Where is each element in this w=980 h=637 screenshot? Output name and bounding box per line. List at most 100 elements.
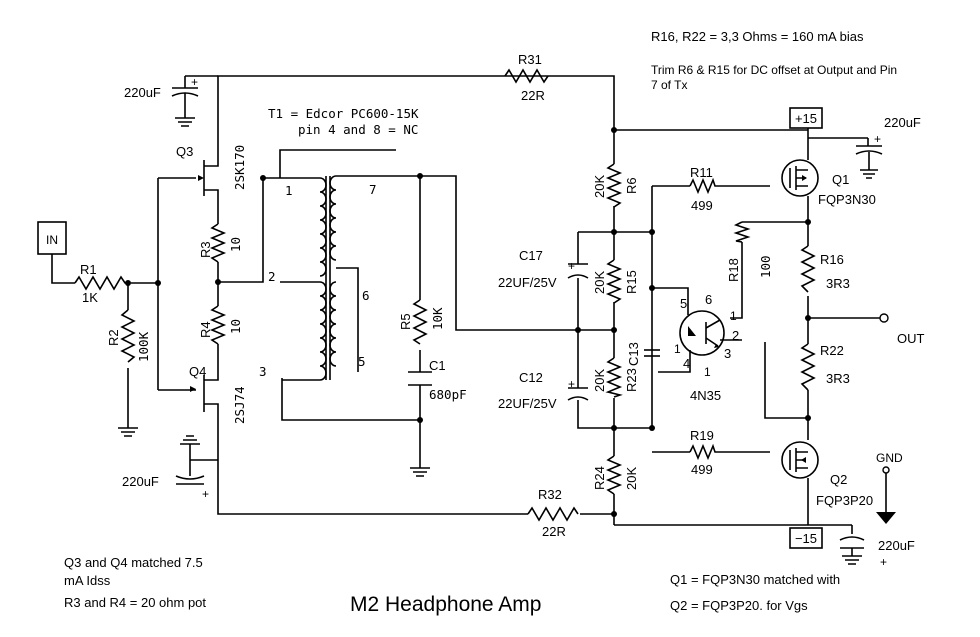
tx-note-line1: T1 = Edcor PC600-15K — [268, 106, 419, 121]
r31-value: 22R — [521, 88, 545, 103]
r6-label: R6 — [624, 177, 639, 194]
cap-bottom-right-value: 220uF — [878, 538, 915, 553]
r16-value: 3R3 — [826, 276, 850, 291]
cap-top-right-value: 220uF — [884, 115, 921, 130]
pos-rail-label: +15 — [795, 111, 817, 126]
junction-dot — [215, 279, 221, 285]
r11-resistor — [689, 177, 718, 195]
r31-label: R31 — [518, 52, 542, 67]
r1-value: 1K — [82, 290, 98, 305]
r4-label: R4 — [198, 321, 213, 338]
input-terminal: IN — [37, 221, 67, 255]
r23-label: R23 — [624, 368, 639, 392]
r32-label: R32 — [538, 487, 562, 502]
cap-top-left-value: 220uF — [124, 85, 161, 100]
r24-label: R24 — [592, 466, 607, 490]
u1-pin5: 5 — [680, 296, 687, 311]
ground-symbols — [118, 427, 430, 477]
neg-rail-terminal — [789, 527, 823, 549]
r32-value: 22R — [542, 524, 566, 539]
trim-note-line2: 7 of Tx — [651, 78, 687, 92]
t1-pin2: 2 — [268, 269, 276, 284]
q4-jfet — [190, 386, 196, 392]
cap-bottom-left-plus: + — [202, 487, 209, 501]
r3-resistor — [209, 223, 227, 263]
c1-capacitor — [408, 371, 432, 386]
neg-rail-label: −15 — [795, 531, 817, 546]
c17-capacitor — [567, 263, 589, 279]
junction-dot — [155, 280, 161, 286]
r18-label: R18 — [726, 258, 741, 282]
q2-part: FQP3P20 — [816, 493, 873, 508]
u1-pin2: 2 — [732, 328, 739, 343]
pos-rail-terminal — [789, 107, 823, 129]
cap-top-left-plus: + — [191, 75, 198, 89]
r19-value: 499 — [691, 462, 713, 477]
r22-resistor — [800, 343, 816, 391]
q3-label: Q3 — [176, 144, 193, 159]
c12-value: 22UF/25V — [498, 396, 557, 411]
mosfet-note-line2: Q2 = FQP3P20. for Vgs — [670, 598, 808, 613]
jfet-note-line2: mA Idss — [64, 573, 111, 588]
cap-top-right — [855, 138, 883, 179]
r24-resistor — [605, 455, 623, 495]
r11-value: 499 — [691, 198, 713, 213]
c12-plus: + — [568, 377, 575, 391]
junction-dot — [417, 173, 423, 179]
junction-dot — [611, 229, 617, 235]
trim-note-line1: Trim R6 & R15 for DC offset at Output an… — [651, 63, 897, 77]
r15-label: R15 — [624, 270, 639, 294]
t1-pin7: 7 — [369, 182, 377, 197]
pot-note: R3 and R4 = 20 ohm pot — [64, 595, 206, 610]
r5-label: R5 — [398, 313, 413, 330]
r23-resistor — [605, 357, 623, 398]
bias-note: R16, R22 = 3,3 Ohms = 160 mA bias — [651, 29, 864, 44]
q3-part: 2SK170 — [232, 145, 247, 190]
mosfet-note-line1: Q1 = FQP3N30 matched with — [670, 572, 840, 587]
r31-resistor — [504, 68, 549, 84]
r6-value: 20K — [592, 175, 607, 198]
labels: R16, R22 = 3,3 Ohms = 160 mA bias Trim R… — [64, 29, 925, 616]
cap-bottom-right — [839, 525, 865, 565]
junction-dot — [611, 425, 617, 431]
u1-pin6: 6 — [705, 292, 712, 307]
r4-value: 10 — [228, 319, 243, 334]
junction-dot — [805, 415, 811, 421]
r19-label: R19 — [690, 428, 714, 443]
r3-value: 10 — [228, 237, 243, 252]
r16-label: R16 — [820, 252, 844, 267]
out-label: OUT — [897, 331, 925, 346]
in-label: IN — [46, 233, 58, 247]
t1-pin3: 3 — [259, 364, 267, 379]
junction-dot — [575, 327, 581, 333]
c1-label: C1 — [429, 358, 446, 373]
junction-dot — [611, 327, 617, 333]
c17-value: 22UF/25V — [498, 275, 557, 290]
u1-pin1: 1 — [730, 309, 737, 323]
out-terminal — [879, 313, 889, 323]
junction-dot — [417, 417, 423, 423]
junction-dot — [260, 175, 266, 181]
cap-top-right-plus: + — [874, 132, 881, 146]
r16-resistor — [800, 245, 816, 293]
junction-dot — [805, 315, 811, 321]
r6-resistor — [605, 163, 623, 208]
u1-part: 4N35 — [690, 388, 721, 403]
q4-part: 2SJ74 — [232, 386, 247, 424]
r2-value: 100K — [136, 331, 151, 362]
junction-dot — [805, 219, 811, 225]
junction-dot — [611, 511, 617, 517]
gnd-terminal — [876, 466, 896, 524]
r18-resistor — [733, 221, 751, 243]
r18-value: 100 — [758, 255, 773, 278]
c17-label: C17 — [519, 248, 543, 263]
u1-optocoupler — [679, 310, 742, 356]
r15-value: 20K — [592, 271, 607, 294]
c1-value: 680pF — [429, 387, 467, 402]
q1-mosfet — [781, 159, 819, 197]
u1-dot2: 1 — [704, 365, 711, 379]
u1-pin4: 4 — [683, 356, 690, 371]
q1-label: Q1 — [832, 172, 849, 187]
